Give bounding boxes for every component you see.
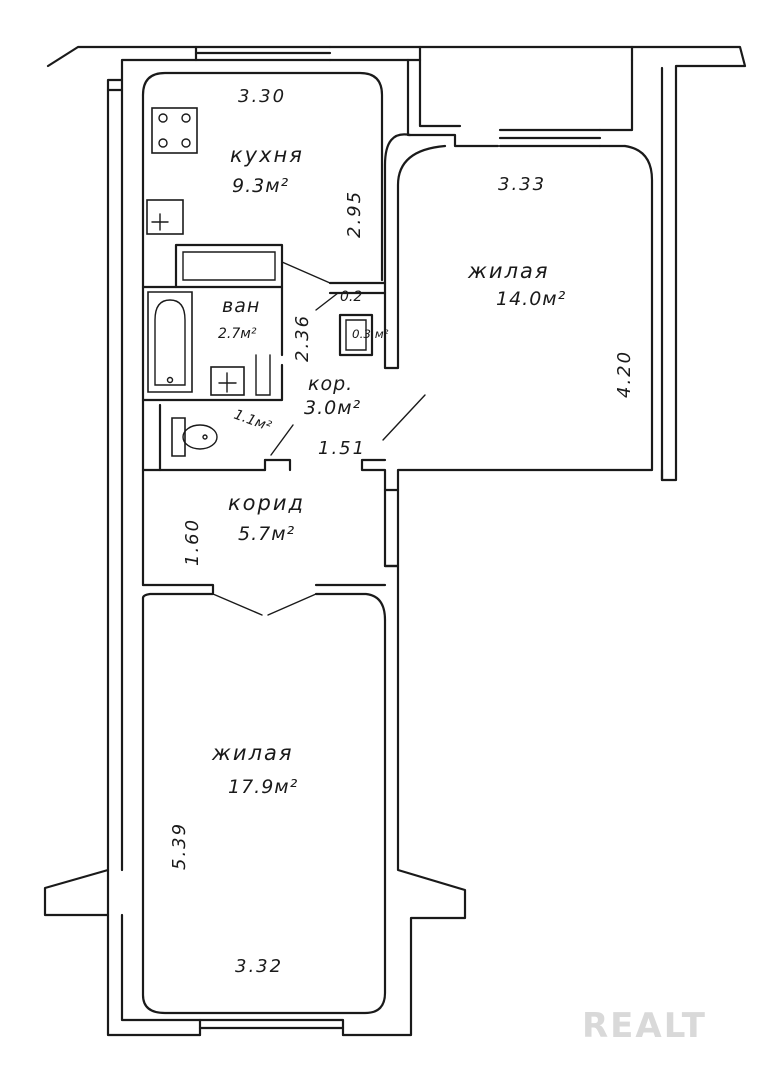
living-bottom-depth-dim: 5.39 [169,822,190,870]
kitchen-depth-dim: 2.95 [344,190,365,238]
interior-walls [141,71,426,1015]
closet-b-area: 0.3 м² [352,327,389,341]
living-top-name: жилая [467,259,550,283]
corridor-depth-dim: 1.60 [182,518,203,566]
kitchen-width-dim: 3.30 [238,86,286,107]
kitchen-area: 9.3м² [232,175,289,197]
toilet [171,417,218,457]
closet-a-area: 0.2 [340,289,362,305]
living-bottom-name: жилая [211,741,294,765]
kitchen-name: кухня [230,143,304,167]
corridor-small-width-dim: 1.51 [318,438,366,459]
living-top-width-dim: 3.33 [498,174,546,195]
living-top-label: жилая 14.0м² [467,259,566,310]
bath-name: ван [222,295,260,317]
stove [151,107,198,154]
wc-area: 1.1м² [232,407,274,435]
corridor-small-area: 3.0м² [304,397,361,419]
bath-label: ван 2.7м² [218,295,260,342]
bathtub [147,291,193,393]
corridor-small-name: кор. [308,373,353,395]
watermark-logo: REALT [582,1006,707,1046]
bath-depth-dim: 2.36 [292,314,313,362]
corridor-name: корид [228,491,305,515]
kitchen-sink [146,199,184,235]
corridor-label: корид 5.7м² [228,491,305,545]
corridor-small-label: кор. 3.0м² [304,373,361,419]
living-bottom-width-dim: 3.32 [235,956,283,977]
outer-walls [43,45,747,1037]
living-bottom-label: жилая 17.9м² [211,741,298,798]
bathroom-sink [210,354,271,396]
living-bottom-area: 17.9м² [228,776,298,798]
living-top-depth-dim: 4.20 [614,350,635,398]
kitchen-label: кухня 9.3м² [230,143,304,197]
corridor-area: 5.7м² [238,523,295,545]
bath-area: 2.7м² [218,326,257,342]
living-top-area: 14.0м² [496,288,566,310]
